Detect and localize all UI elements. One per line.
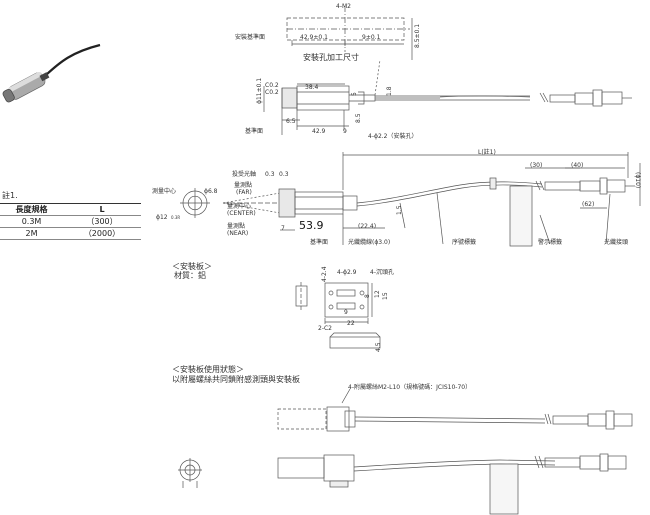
caption-mount-hole: 安裝孔加工尺寸 (303, 53, 359, 62)
label-ref-side: 基準面 (245, 128, 264, 135)
label-proj-axis: 投受光軸 (232, 171, 257, 178)
length-table: 長度規格 L 0.3M （300） 2M （2000） (0, 203, 141, 240)
dim-c02b: C0.2 (265, 89, 279, 96)
mount-plate (295, 282, 381, 349)
table-row: 0.3M （300） (0, 215, 141, 228)
dim-0-3r: 0.3R (171, 215, 181, 220)
label-4m2: 4-M2 (336, 3, 351, 10)
dim-0-3b: 0.3 (279, 171, 289, 178)
label-connector: 光纖接頭 (604, 239, 629, 246)
table-header-row: 長度規格 L (0, 203, 141, 216)
dim-11: ϕ11±0.1 (256, 77, 263, 104)
usage-screw: 4-附屬螺絲M2-L10（規格號碼：JCIS10-70） (348, 384, 472, 391)
dim-c02a: C0.2 (265, 82, 279, 89)
table-row: 2M （2000） (0, 227, 141, 240)
label-center-1: 量測中心 (227, 203, 252, 210)
dim-42-9b: 42.9 (312, 128, 326, 135)
label-ref-main: 基準面 (310, 239, 329, 246)
label-center-2: (CENTER) (227, 210, 256, 217)
dim-9p: 9 (344, 309, 348, 316)
dim-l: L(註1) (478, 149, 496, 156)
dim-4-29: 4-ϕ2.9 (337, 269, 357, 276)
label-near-1: 量測點 (227, 223, 246, 230)
dim-8: 8 (364, 294, 371, 298)
label-far-1: 量測點 (234, 182, 253, 189)
dim-22-4: (22.4) (358, 223, 377, 230)
dim-4-2-4: 4-2.4 (321, 266, 328, 282)
table-cell: （300） (63, 215, 141, 228)
dim-6-5: 6.5 (286, 118, 296, 125)
dim-4-screws: 4-沉頭孔 (370, 269, 394, 276)
table-cell: （2000） (63, 227, 141, 240)
mount-hole-view (286, 6, 413, 60)
usage-view-top (277, 388, 633, 432)
dim-6-8: ϕ6.8 (204, 188, 218, 195)
dim-53-9: 53.9 (299, 219, 324, 232)
dim-5: 5 (351, 92, 358, 96)
table-header: 長度規格 (0, 203, 63, 216)
label-mount-ref: 安裝基準面 (235, 34, 266, 41)
dim-0-3a: 0.3 (265, 171, 275, 178)
dim-22: 22 (347, 320, 355, 327)
label-near-2: (NEAR) (227, 230, 249, 237)
label-serial: 序號標籤 (452, 239, 477, 246)
dim-1-8: 1.8 (386, 86, 393, 96)
usage-desc: 以附屬螺絲共同鎖附感測頭與安裝板 (172, 375, 300, 384)
dim-8-5b: 8.5 (355, 113, 362, 123)
usage-view-bottom (178, 453, 627, 515)
label-fiber-cable: 光纖纜線(ϕ3.0) (348, 239, 391, 246)
dim-12: 12 (374, 290, 381, 298)
usage-title: ＜安裝板使用狀態＞ (172, 365, 244, 374)
dim-8-5: 8.5±0.1 (414, 23, 421, 48)
plate-material: 材質：鋁 (174, 271, 206, 280)
dim-38-4: 38.4 (305, 84, 319, 91)
side-view (263, 59, 632, 135)
dim-40: (40) (571, 162, 584, 169)
plate-title: ＜安裝板＞ (172, 262, 212, 271)
dim-30: (30) (530, 162, 543, 169)
dim-62: (62) (582, 201, 595, 208)
dim-9: 9±0.1 (362, 34, 381, 41)
dim-10: (ϕ10) (634, 172, 641, 189)
dim-2c2: 2-C2 (318, 325, 332, 332)
label-warning: 警示標籤 (538, 239, 563, 246)
label-mount-holes: 4-ϕ2.2（安裝孔） (368, 133, 418, 140)
dim-1-5: 1.5 (396, 205, 403, 215)
dim-15: 15 (382, 292, 389, 300)
dim-9b: 9 (343, 128, 347, 135)
dim-42-9: 42.9±0.1 (300, 34, 328, 41)
note-title: 註1. (2, 191, 18, 200)
table-cell: 2M (0, 227, 63, 240)
label-far-2: (FAR) (236, 189, 252, 196)
table-cell: 0.3M (0, 215, 63, 228)
dim-7: 7 (281, 225, 285, 232)
dim-12: ϕ12 (156, 214, 168, 221)
main-view (180, 152, 641, 247)
dim-4-5: 4.5 (375, 342, 382, 352)
sensor-photo (2, 43, 101, 103)
table-header: L (63, 203, 141, 216)
label-measure-center: 測量中心 (152, 188, 177, 195)
